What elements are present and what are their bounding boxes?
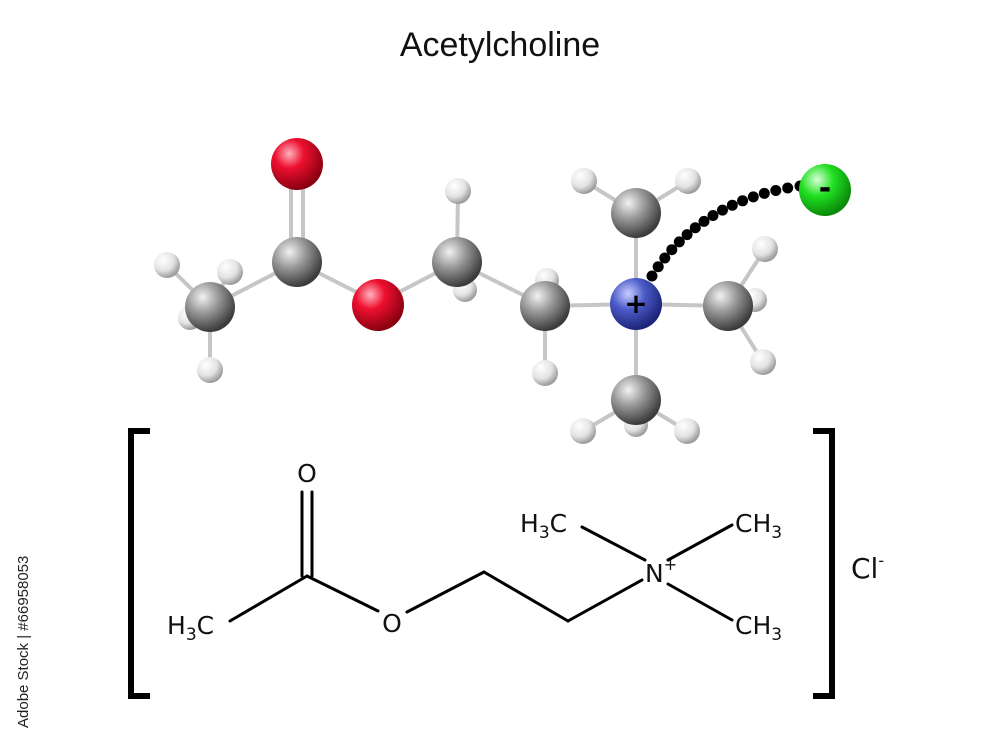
bond-n-ch3-topleft <box>580 525 647 562</box>
ionic-dot <box>707 210 719 221</box>
cation-charge: + <box>624 287 647 320</box>
ionic-dot <box>717 204 728 216</box>
ionic-dot <box>737 195 749 207</box>
hydrogen-atom <box>750 349 776 375</box>
stock-watermark: Adobe Stock | #66958053 <box>15 556 32 728</box>
hydrogen-atom <box>674 418 700 444</box>
hydrogen-atom <box>217 259 243 285</box>
ch3-lower-label: CH3 <box>735 611 782 645</box>
right-bracket <box>813 428 835 699</box>
bond-h3c-c <box>228 574 309 623</box>
ionic-dot <box>698 215 710 227</box>
ch3-upper-label: CH3 <box>735 509 782 543</box>
carbon-atom-methyl <box>185 282 235 332</box>
hydrogen-atom <box>532 360 558 386</box>
hydrogen-atom <box>154 252 180 278</box>
ionic-dot <box>689 222 701 234</box>
hydrogen-atom <box>197 357 223 383</box>
ionic-dot <box>652 261 664 273</box>
ionic-dot <box>666 244 678 256</box>
nitrogen-label: N+ <box>645 555 677 588</box>
hydrogen-atom <box>752 236 778 262</box>
bond-ch2-ch2 <box>482 570 570 623</box>
ionic-dot <box>646 270 658 282</box>
h3c-top-label: H3C <box>520 509 567 543</box>
ionic-dot <box>770 185 782 196</box>
ionic-dot <box>747 191 759 203</box>
carbon-atom-n-methyl <box>703 281 753 331</box>
bond-n-ch3-lowerright <box>666 582 734 622</box>
bond-o-ch2 <box>405 570 486 614</box>
carbon-atom-n-methyl <box>611 188 661 238</box>
ionic-dot <box>659 252 671 264</box>
bond-c-ester-o <box>305 574 380 613</box>
ionic-dot <box>681 229 693 241</box>
hydrogen-atom <box>571 168 597 194</box>
ionic-dot <box>726 199 738 211</box>
oxygen-atom-carbonyl <box>271 138 323 190</box>
chloride-ion <box>799 164 851 216</box>
bond-ch2-n <box>566 578 644 623</box>
chloride-counterion-label: Cl- <box>851 551 884 585</box>
ionic-dot <box>673 236 685 248</box>
structural-formula-bonds <box>228 490 734 623</box>
structural-formula-labels: O O H3C H3C N+ CH3 CH3 Cl- <box>167 459 884 645</box>
hydrogen-atom <box>675 168 701 194</box>
carbon-atom-ch2 <box>432 237 482 287</box>
ester-oxygen-label: O <box>382 609 402 638</box>
page-title: Acetylcholine <box>399 26 601 64</box>
ball-model-atoms <box>154 138 778 444</box>
h3c-left-label: H3C <box>167 611 214 645</box>
ionic-dot <box>758 187 770 199</box>
ionic-interaction-dots <box>646 180 806 282</box>
bond-n-ch3-upperright <box>666 523 734 562</box>
left-bracket <box>128 428 150 699</box>
carbon-atom-n-methyl <box>611 375 661 425</box>
ionic-dot <box>782 182 794 194</box>
anion-charge: - <box>819 171 831 206</box>
carbonyl-oxygen-label: O <box>297 459 317 488</box>
carbon-atom-ch2 <box>520 281 570 331</box>
nitrogen-atom <box>610 278 662 330</box>
carbon-atom-carbonyl <box>272 237 322 287</box>
oxygen-atom-ester <box>352 279 404 331</box>
hydrogen-atom <box>445 178 471 204</box>
structural-formula-brackets <box>128 428 835 699</box>
hydrogen-atom <box>570 418 596 444</box>
